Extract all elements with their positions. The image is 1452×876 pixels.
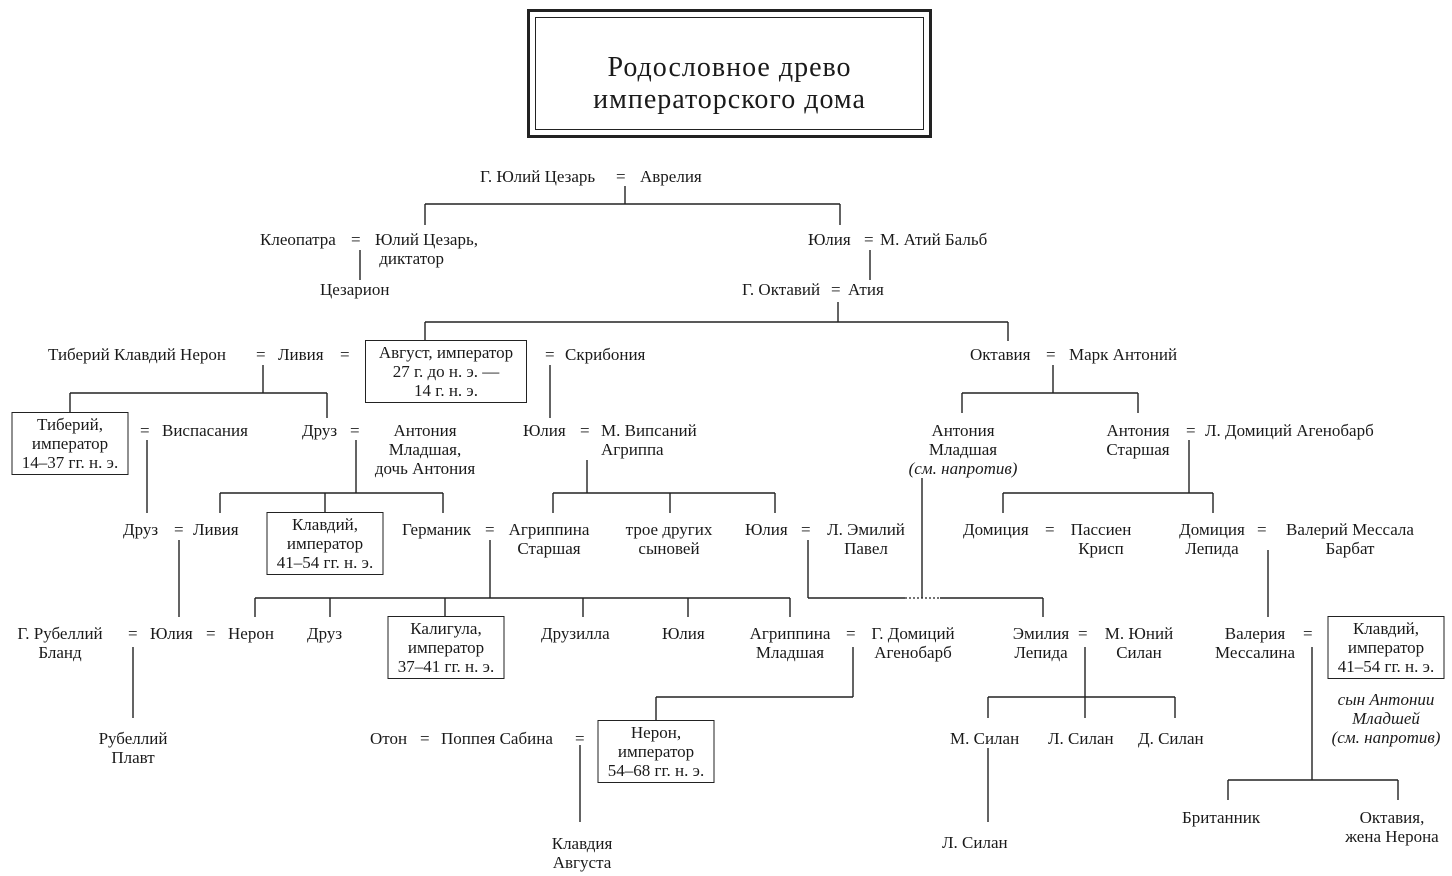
person-octavius: Г. Октавий <box>742 280 821 299</box>
person-drusus-germanici: Друз <box>307 624 343 643</box>
person-domitia: Домиция <box>963 520 1029 539</box>
person-vipsania: Виспасания <box>162 421 248 440</box>
person-antonia-minor-right: Антония Младшая <box>928 421 998 459</box>
person-drusus: Друз <box>302 421 338 440</box>
person-atia: Атия <box>848 280 884 299</box>
person-d-silanus: Д. Силан <box>1138 729 1204 748</box>
person-g-domitius: Г. Домиций Агенобарб <box>871 624 955 662</box>
marriage-sign: = <box>340 345 350 364</box>
person-drusilla: Друзилла <box>541 624 610 643</box>
person-l-silanus: Л. Силан <box>1048 729 1114 748</box>
person-mark-antony: Марк Антоний <box>1069 345 1178 364</box>
person-poppaea-sabina: Поппея Сабина <box>441 729 553 748</box>
person-atius: М. Атий Бальб <box>880 230 988 249</box>
person-domitia-lepida: Домиция Лепида <box>1179 520 1245 558</box>
person-rubellius-blandus: Г. Рубеллий Бланд <box>17 624 103 662</box>
person-m-silanus-sr: М. Юний Силан <box>1104 624 1174 662</box>
person-agrippa: М. Випсаний Агриппа <box>601 421 697 459</box>
title-line-2: императорского дома <box>593 84 866 115</box>
emperor-claudius-right-box: Клавдий, император 41–54 гг. н. э. <box>1327 616 1445 679</box>
person-julia-augusti: Юлия <box>523 421 566 440</box>
person-julia-livilla: Юлия <box>662 624 705 643</box>
person-octavia-neronis: Октавия, жена Нерона <box>1345 808 1439 846</box>
person-caesarion: Цезарион <box>320 280 390 299</box>
person-britannicus: Британник <box>1182 808 1261 827</box>
person-m-silanus: М. Силан <box>950 729 1020 748</box>
emperor-tiberius-box: Тиберий, император 14–37 гг. н. э. <box>11 412 129 475</box>
marriage-sign: = <box>1257 520 1267 539</box>
marriage-sign: = <box>864 230 874 249</box>
person-three-sons: трое других сыновей <box>625 520 713 558</box>
marriage-sign: = <box>831 280 841 299</box>
person-otho: Отон <box>370 729 408 748</box>
person-julia-drusi: Юлия <box>150 624 193 643</box>
marriage-sign: = <box>350 421 360 440</box>
person-aemilia-lepida: Эмилия Лепида <box>1012 624 1070 662</box>
marriage-sign: = <box>1186 421 1196 440</box>
person-rubellius-plautus: Рубеллий Плавт <box>98 729 168 767</box>
marriage-sign: = <box>1303 624 1313 643</box>
person-l-silanus-jr: Л. Силан <box>942 833 1008 852</box>
marriage-sign: = <box>1046 345 1056 364</box>
note-see-opposite: (см. напротив) <box>908 459 1018 478</box>
person-cleopatra: Клеопатра <box>260 230 336 249</box>
person-octavia: Октавия <box>970 345 1031 364</box>
marriage-sign: = <box>206 624 216 643</box>
title-line-1: Родословное древо <box>607 52 852 83</box>
title-frame: Родословное древо императорского дома <box>527 9 932 138</box>
marriage-sign: = <box>801 520 811 539</box>
marriage-sign: = <box>351 230 361 249</box>
marriage-sign: = <box>580 421 590 440</box>
marriage-sign: = <box>1045 520 1055 539</box>
marriage-sign: = <box>140 421 150 440</box>
title-inner-frame: Родословное древо императорского дома <box>535 17 924 130</box>
marriage-sign: = <box>846 624 856 643</box>
emperor-nero-box: Нерон, император 54–68 гг. н. э. <box>597 720 715 783</box>
person-antonia-major: Антония Старшая <box>1106 421 1170 459</box>
person-germanicus: Германик <box>402 520 471 539</box>
marriage-sign: = <box>575 729 585 748</box>
marriage-sign: = <box>128 624 138 643</box>
person-passienus: Пассиен Крисп <box>1070 520 1132 558</box>
person-livia: Ливия <box>278 345 324 364</box>
emperor-caligula-box: Калигула, император 37–41 гг. н. э. <box>387 616 505 679</box>
person-nero-germanici: Нерон <box>228 624 274 643</box>
marriage-sign: = <box>616 167 626 186</box>
marriage-sign: = <box>420 729 430 748</box>
emperor-claudius-box: Клавдий, император 41–54 гг. н. э. <box>266 512 384 575</box>
person-aemilius-paullus: Л. Эмилий Павел <box>827 520 905 558</box>
person-aurelia: Аврелия <box>640 167 702 186</box>
person-l-domitius: Л. Домиций Агенобарб <box>1205 421 1374 440</box>
person-scribonia: Скрибония <box>565 345 646 364</box>
marriage-sign: = <box>545 345 555 364</box>
person-agrippina-minor: Агриппина Младшая <box>749 624 831 662</box>
marriage-sign: = <box>174 520 184 539</box>
person-livia-jr: Ливия <box>193 520 239 539</box>
note-claudius-son: сын Антонии Младшей (см. напротив) <box>1331 690 1441 747</box>
person-valeria-messalina: Валерия Мессалина <box>1214 624 1296 662</box>
person-tiberius-claudius-nero: Тиберий Клавдий Нерон <box>48 345 226 364</box>
person-messalla-barbatus: Валерий Мессала Барбат <box>1286 520 1414 558</box>
marriage-sign: = <box>256 345 266 364</box>
person-julius-caesar: Юлий Цезарь, диктатор <box>375 230 478 268</box>
person-antonia-minor: Антония Младшая, дочь Антония <box>374 421 476 478</box>
person-agrippina-major: Агриппина Старшая <box>508 520 590 558</box>
person-julia-agrippae: Юлия <box>745 520 788 539</box>
person-drusus-jr: Друз <box>123 520 159 539</box>
person-claudia-augusta: Клавдия Августа <box>551 834 613 872</box>
person-julia-sister: Юлия <box>808 230 851 249</box>
person-caesar-sr: Г. Юлий Цезарь <box>480 167 596 186</box>
marriage-sign: = <box>1078 624 1088 643</box>
marriage-sign: = <box>485 520 495 539</box>
emperor-augustus-box: Август, император 27 г. до н. э. — 14 г.… <box>365 340 527 403</box>
